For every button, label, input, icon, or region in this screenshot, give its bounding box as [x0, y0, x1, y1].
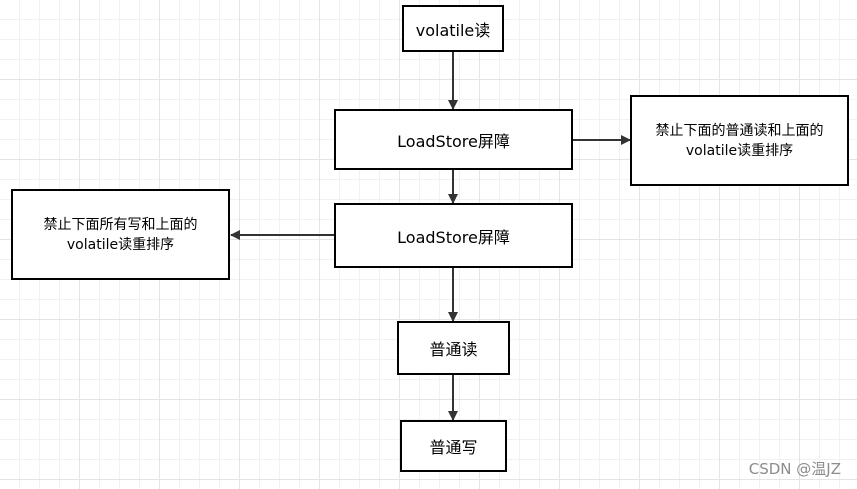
note-left: 禁止下面所有写和上面的volatile读重排序 [11, 189, 230, 280]
node-volatile-read: volatile读 [402, 5, 504, 52]
node-loadstore-barrier-2: LoadStore屏障 [334, 203, 573, 268]
node-loadstore-barrier-1: LoadStore屏障 [334, 109, 573, 170]
node-normal-read: 普通读 [397, 321, 510, 375]
note-right: 禁止下面的普通读和上面的volatile读重排序 [630, 95, 849, 186]
node-normal-write: 普通写 [400, 420, 507, 472]
note-left-label: 禁止下面所有写和上面的volatile读重排序 [43, 216, 198, 253]
node-loadstore-barrier-1-label: LoadStore屏障 [397, 131, 510, 151]
node-normal-write-label: 普通写 [429, 438, 478, 457]
note-right-label: 禁止下面的普通读和上面的volatile读重排序 [655, 122, 824, 159]
watermark: CSDN @温JZ [748, 460, 841, 478]
node-normal-read-label: 普通读 [429, 340, 478, 359]
node-loadstore-barrier-2-label: LoadStore屏障 [397, 227, 510, 247]
node-volatile-read-label: volatile读 [415, 20, 491, 40]
